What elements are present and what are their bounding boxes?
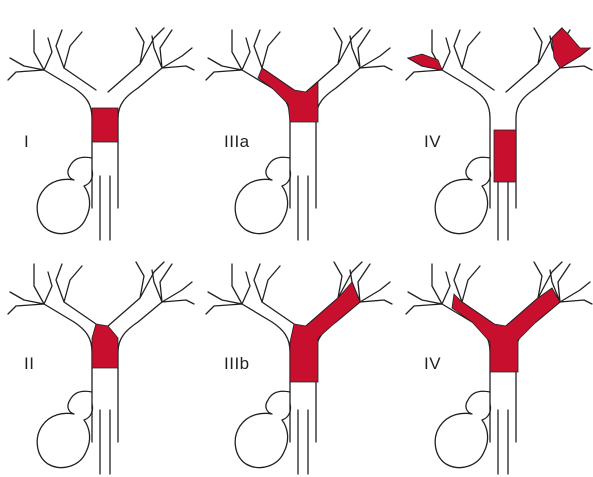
stricture-region [92, 324, 118, 368]
panel-type-ii: II [4, 242, 202, 477]
panel-type-iv-bottom: IV [402, 242, 593, 477]
biliary-tree-diagram [202, 8, 400, 243]
type-label: IIIb [224, 354, 250, 374]
type-label: I [24, 132, 29, 152]
stricture-region [290, 282, 360, 382]
biliary-tree-diagram [402, 8, 593, 243]
stricture-region [494, 130, 516, 182]
panel-type-i: I [4, 8, 202, 243]
type-label: II [24, 354, 34, 374]
stricture-region [92, 108, 118, 142]
stricture-region [408, 54, 442, 70]
panel-type-iiia: IIIa [202, 8, 400, 243]
biliary-tree-diagram [4, 8, 202, 243]
stricture-region [258, 68, 318, 122]
type-label: IV [424, 354, 441, 374]
type-label: IIIa [224, 132, 250, 152]
type-label: IV [424, 132, 441, 152]
panel-type-iiib: IIIb [202, 242, 400, 477]
stricture-region [452, 288, 560, 372]
panel-type-iv-top: IV [402, 8, 593, 243]
